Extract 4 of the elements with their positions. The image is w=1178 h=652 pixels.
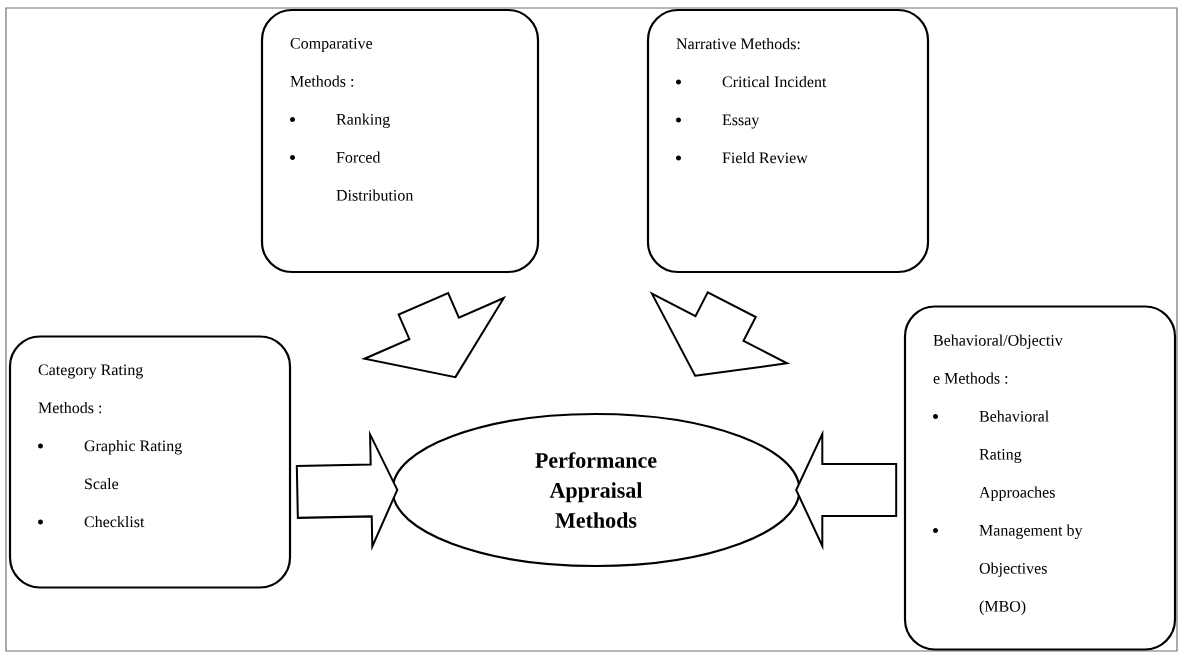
method-box: Comparative Methods : Ranking Forced Distribution [260, 8, 540, 274]
method-box: Behavioral/Objectiv e Methods : Behavioral Rating Approaches Management by Objectives (MBO) [903, 305, 1177, 651]
method-box: Narrative Methods: Critical Incident Essay Field Review [646, 8, 930, 274]
method-box: Category Rating Methods : Graphic Rating Scale Checklist [8, 335, 292, 589]
